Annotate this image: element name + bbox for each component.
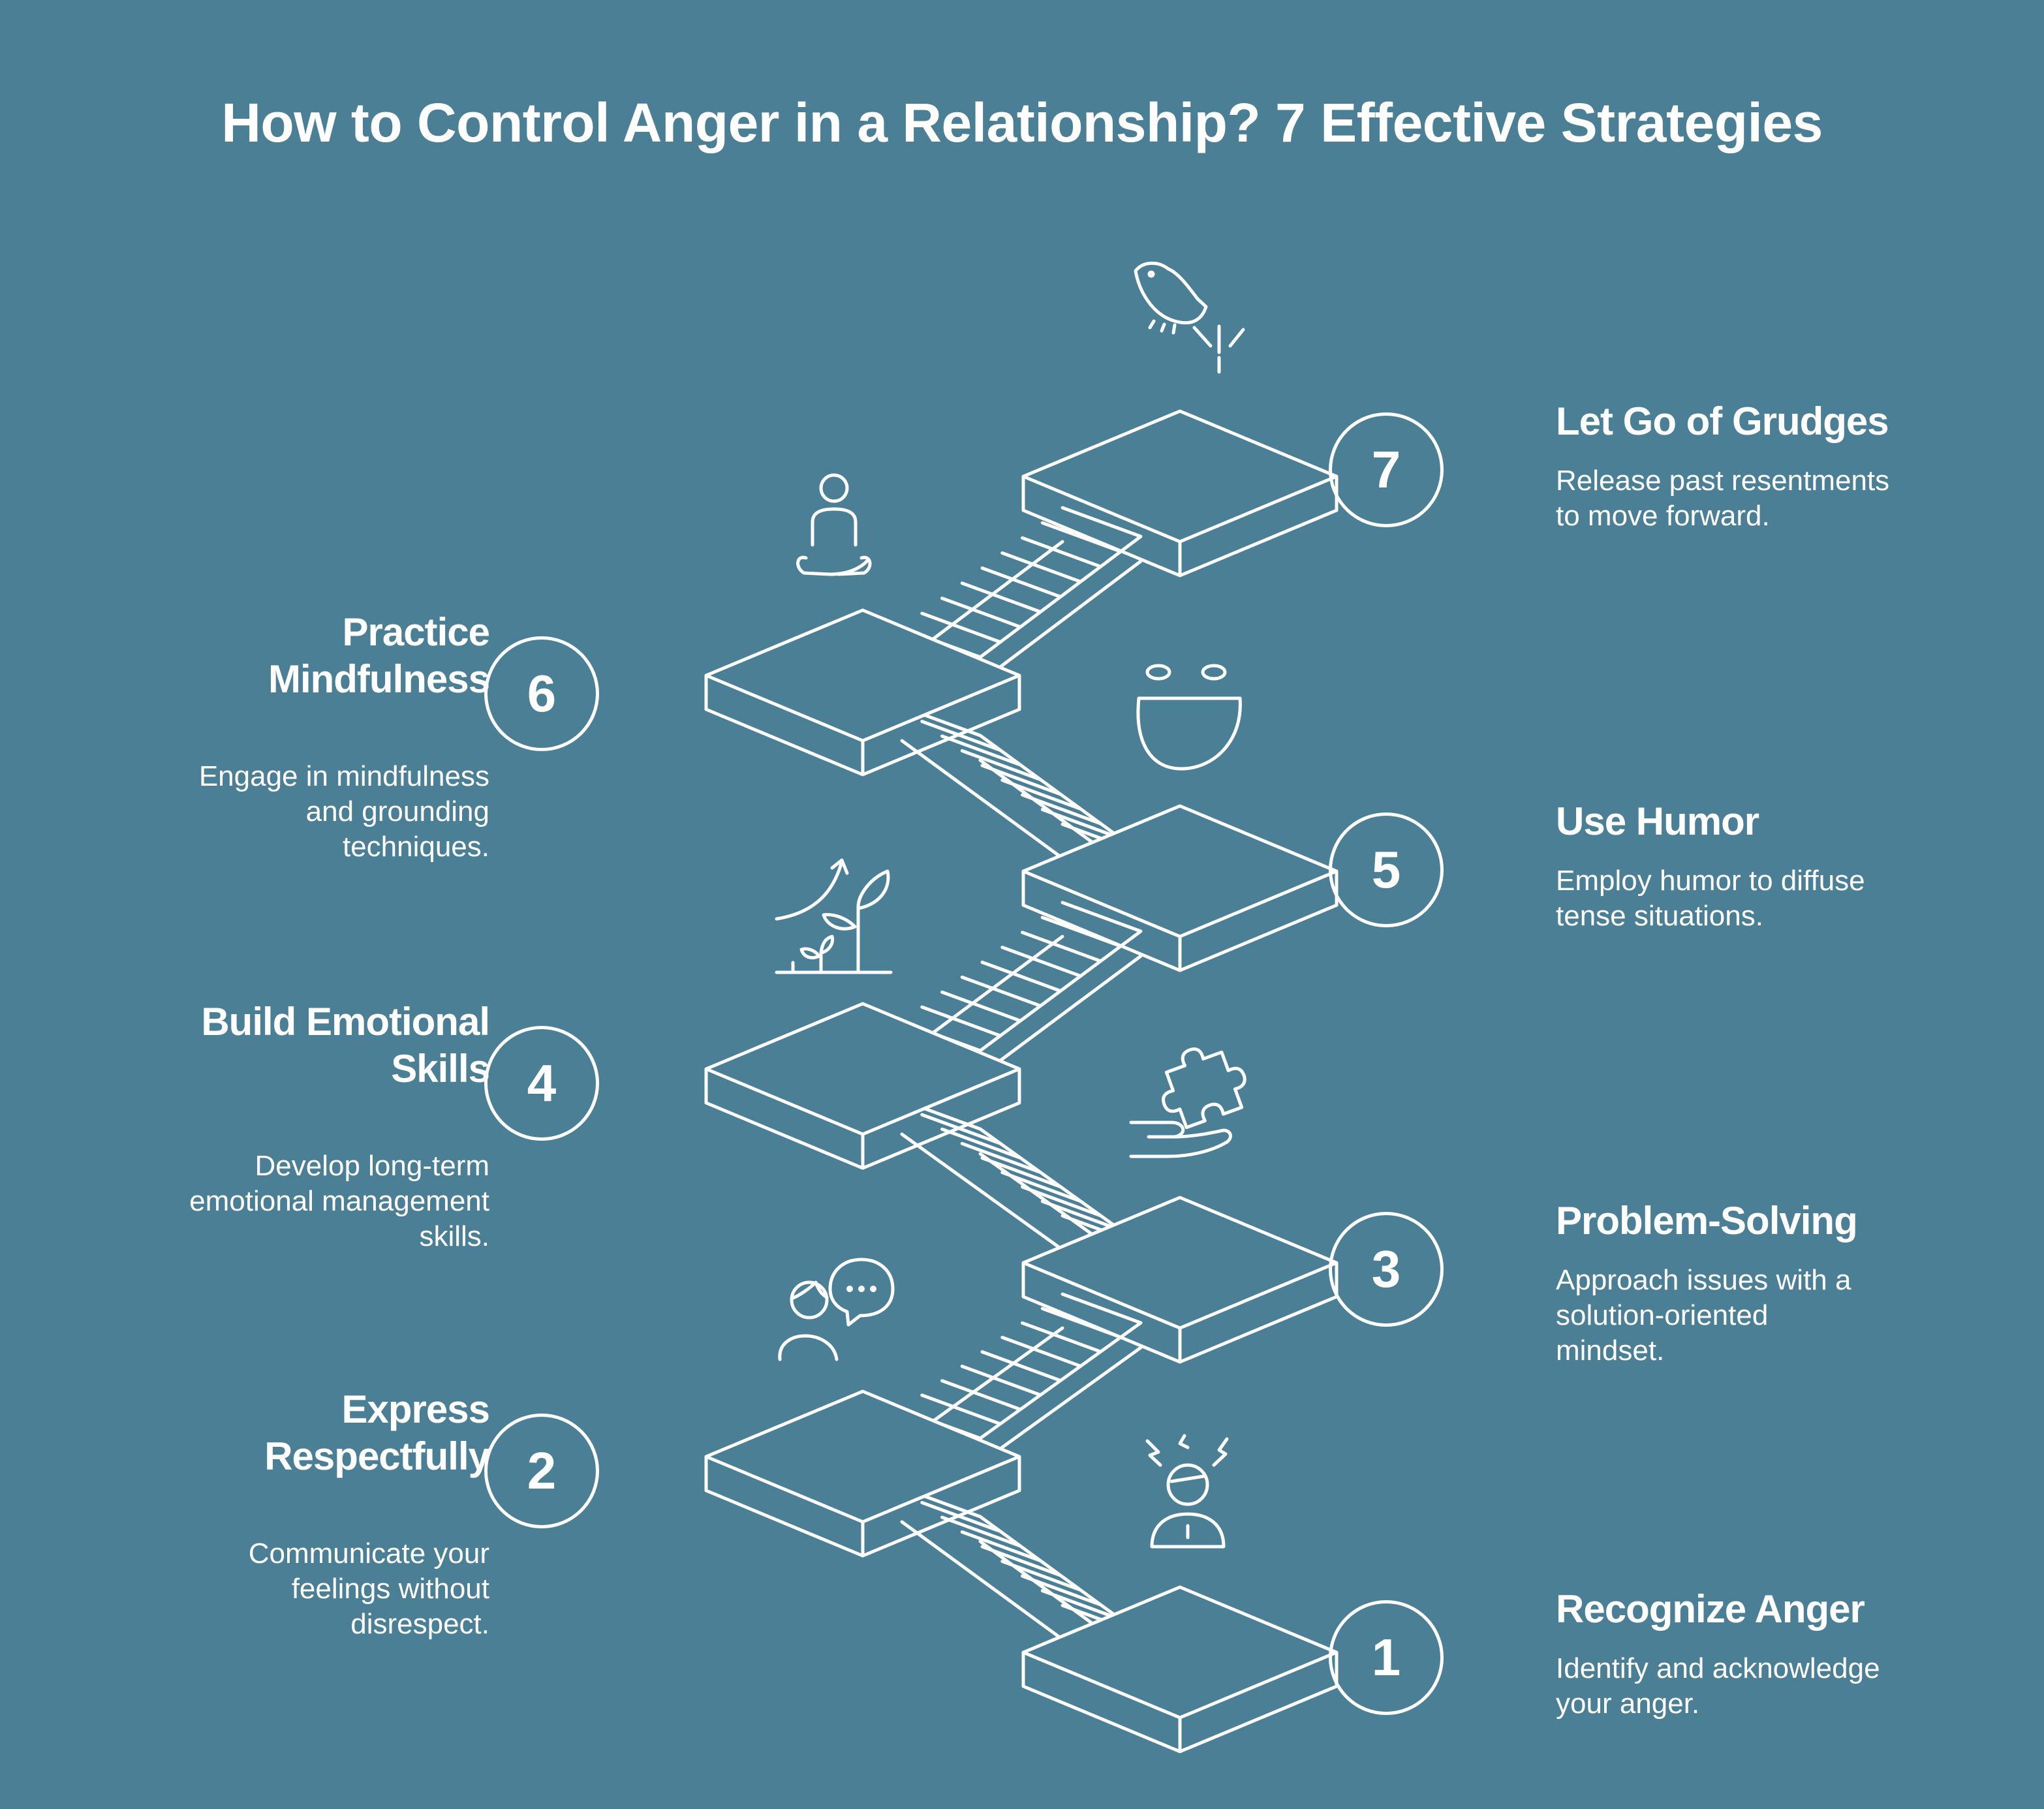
step-title-6: Practice Mindfulness: [268, 610, 490, 701]
step-number-1: 1: [1329, 1600, 1444, 1715]
page-title: How to Control Anger in a Relationship? …: [221, 92, 1823, 153]
platform-step-7: [1023, 411, 1337, 576]
puzzle-hand-icon: [1129, 1047, 1247, 1158]
laughing-face-icon: [1136, 664, 1242, 771]
step-title-1: Recognize Anger: [1556, 1587, 1865, 1631]
step-number-5: 5: [1329, 812, 1444, 927]
platform-step-3: [1023, 1198, 1337, 1362]
step-description-2: Communicate your feelings without disres…: [248, 1538, 489, 1640]
angry-person-icon: [1145, 1434, 1229, 1549]
growing-plant-icon: [775, 858, 893, 974]
step-number-6: 6: [484, 636, 599, 751]
step-description-5: Employ humor to diffuse tense situations…: [1556, 865, 1865, 932]
step-number-3: 3: [1329, 1212, 1444, 1327]
platform-step-4: [706, 1004, 1019, 1168]
platform-step-1: [1023, 1587, 1337, 1752]
step-title-5: Use Humor: [1556, 799, 1759, 843]
step-description-1: Identify and acknowledge your anger.: [1556, 1652, 1880, 1720]
bird-icon: [1134, 261, 1245, 374]
step-title-7: Let Go of Grudges: [1556, 399, 1889, 443]
step-description-6: Engage in mindfulness and grounding tech…: [198, 760, 489, 863]
step-title-4: Build Emotional Skills: [201, 1000, 490, 1090]
step-title-3: Problem-Solving: [1556, 1199, 1858, 1243]
platform-step-2: [706, 1391, 1019, 1556]
step-description-3: Approach issues with a solution-oriented…: [1556, 1264, 1851, 1367]
step-number-7: 7: [1329, 412, 1444, 527]
step-number-4: 4: [484, 1026, 599, 1141]
platform-step-5: [1023, 806, 1337, 970]
step-title-2: Express Respectfully: [264, 1387, 490, 1478]
speaking-person-icon: [778, 1258, 895, 1361]
meditation-icon: [796, 473, 872, 576]
platform-step-6: [706, 610, 1019, 775]
step-description-7: Release past resentments to move forward…: [1556, 465, 1890, 532]
step-description-4: Develop long-term emotional management s…: [189, 1150, 489, 1252]
step-number-2: 2: [484, 1414, 599, 1528]
